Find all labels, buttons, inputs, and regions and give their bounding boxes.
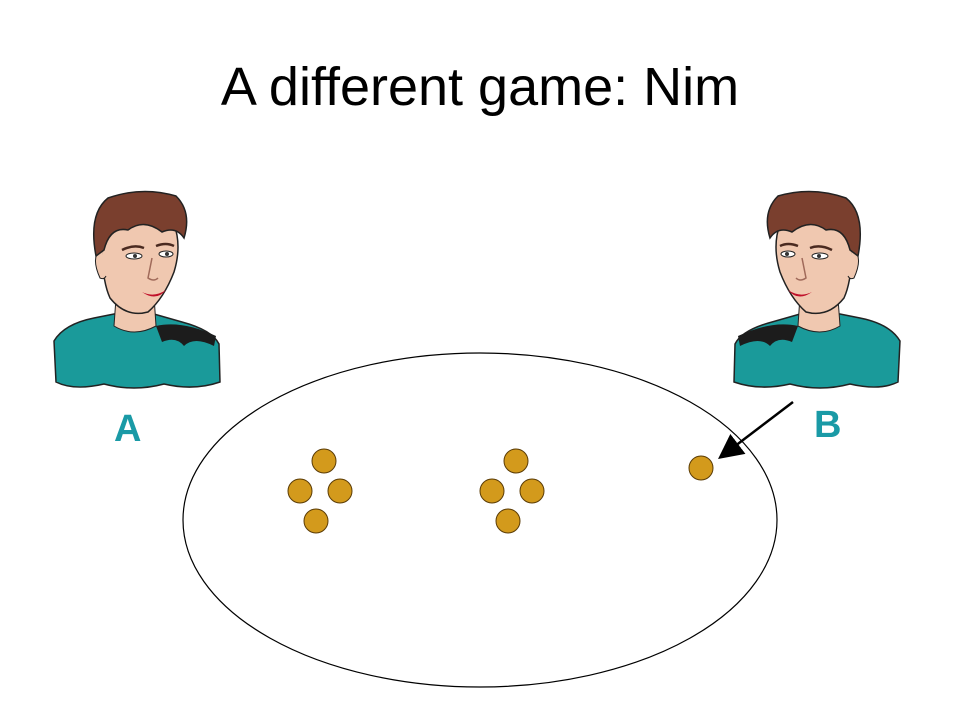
avatar-figure [733, 190, 901, 389]
nim-token[interactable] [303, 508, 329, 534]
nim-token[interactable] [688, 455, 714, 481]
avatar-figure [53, 190, 221, 389]
token-group [287, 448, 714, 534]
nim-token[interactable] [311, 448, 337, 474]
move-arrow [718, 401, 794, 460]
player-a-label: A [114, 408, 142, 450]
player-b-avatar [733, 190, 901, 389]
player-a-avatar [53, 190, 221, 389]
nim-token[interactable] [479, 478, 505, 504]
nim-token[interactable] [519, 478, 545, 504]
nim-token[interactable] [287, 478, 313, 504]
nim-token[interactable] [327, 478, 353, 504]
player-b-label: B [814, 404, 842, 446]
slide-title: A different game: Nim [220, 57, 740, 117]
nim-token[interactable] [495, 508, 521, 534]
game-table-ellipse [182, 352, 778, 688]
nim-token[interactable] [503, 448, 529, 474]
